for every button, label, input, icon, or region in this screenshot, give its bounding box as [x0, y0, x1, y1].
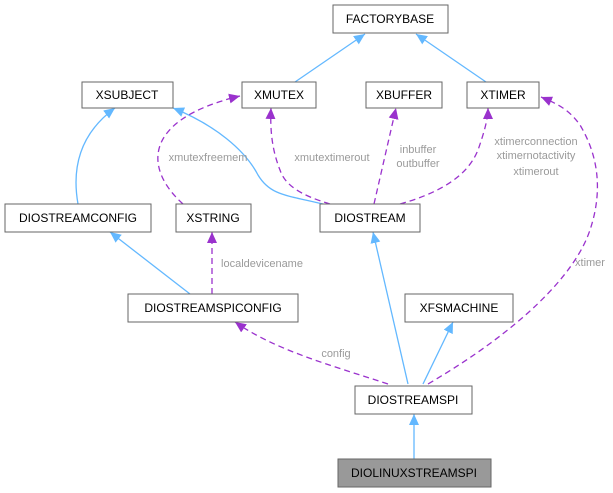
edge-diostream-to-xmutex	[265, 107, 331, 205]
node-xsubject[interactable]: XSUBJECT	[81, 81, 174, 109]
edge-diostream-to-xtimer	[399, 107, 493, 205]
edge-diostream-to-xbuffer	[373, 107, 399, 205]
node-diolinuxstreamspi-label: DIOLINUXSTREAMSPI	[351, 466, 477, 480]
edge-diostreamspi-to-diostream	[370, 231, 409, 385]
label-xtimerout: xtimerout	[513, 166, 558, 178]
node-xbuffer-label: XBUFFER	[376, 88, 432, 102]
node-diostream[interactable]: DIOSTREAM	[319, 203, 421, 233]
node-factorybase[interactable]: FACTORYBASE	[332, 4, 449, 34]
node-xtimer-label: XTIMER	[480, 88, 526, 102]
label-xmutextimerout: xmutextimerout	[294, 152, 369, 164]
node-xtimer[interactable]: XTIMER	[466, 81, 540, 109]
edge-xtimer-to-factorybase	[415, 33, 487, 83]
label-localdevicename: localdevicename	[221, 258, 303, 270]
edge-xmutex-to-factorybase	[294, 33, 366, 83]
edge-diostreamspi-to-diostreamspiconfig	[234, 321, 389, 385]
node-factorybase-label: FACTORYBASE	[346, 12, 434, 26]
label-config: config	[321, 348, 350, 360]
label-xtimernotactivity: xtimernotactivity	[497, 150, 576, 162]
node-diostreamspiconfig-label: DIOSTREAMSPICONFIG	[144, 301, 281, 315]
label-xmutexfreemem: xmutexfreemem	[169, 152, 248, 164]
node-diostreamspi[interactable]: DIOSTREAMSPI	[354, 385, 473, 415]
node-xfsmachine-label: XFSMACHINE	[420, 301, 499, 315]
label-inbuffer: inbuffer	[400, 144, 437, 156]
node-diostreamspiconfig[interactable]: DIOSTREAMSPICONFIG	[127, 293, 299, 323]
label-xtimer: xtimer	[575, 257, 605, 269]
node-xsubject-label: XSUBJECT	[96, 88, 159, 102]
node-diostreamspi-label: DIOSTREAMSPI	[368, 393, 459, 407]
node-xbuffer[interactable]: XBUFFER	[365, 81, 443, 109]
node-xmutex[interactable]: XMUTEX	[241, 81, 317, 109]
label-xtimerconnection: xtimerconnection	[494, 136, 577, 148]
edge-diostream-to-xsubject	[172, 107, 324, 205]
node-diostream-label: DIOSTREAM	[334, 211, 405, 225]
edge-diostreamconfig-to-xsubject	[75, 107, 116, 205]
label-outbuffer: outbuffer	[396, 158, 440, 170]
edge-diostreamspi-to-xfsmachine	[422, 321, 454, 385]
edge-diostreamspi-to-xtimer	[427, 96, 599, 385]
node-xstring[interactable]: XSTRING	[175, 203, 252, 233]
edge-xstring-to-xmutex	[157, 93, 241, 205]
node-xmutex-label: XMUTEX	[254, 88, 304, 102]
edge-diostreamspiconfig-to-diostreamconfig	[109, 231, 191, 295]
node-xstring-label: XSTRING	[186, 211, 239, 225]
node-xfsmachine[interactable]: XFSMACHINE	[404, 293, 514, 323]
node-diostreamconfig[interactable]: DIOSTREAMCONFIG	[4, 203, 152, 233]
node-diostreamconfig-label: DIOSTREAMCONFIG	[19, 211, 137, 225]
node-diolinuxstreamspi[interactable]: DIOLINUXSTREAMSPI	[337, 458, 492, 488]
